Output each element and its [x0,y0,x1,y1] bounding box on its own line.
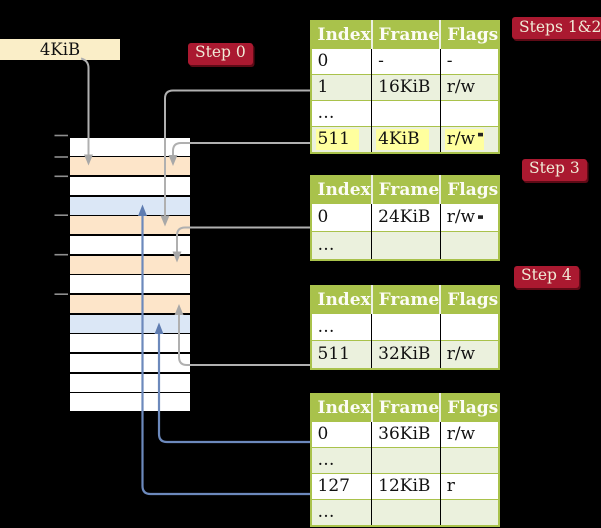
table-cell: - [439,47,500,74]
table-cell: 127 [310,472,372,499]
table-cell: 24KiB [371,202,441,231]
column-header: Frame [370,175,441,203]
table-cell: 0 [310,202,372,231]
table-cell [371,498,441,526]
arrow-entry0-to-24kib [172,226,310,263]
table-cell: - [371,47,441,74]
table-cell [371,99,441,126]
table-row: … [310,498,500,526]
table-cell: r [439,472,500,499]
column-header: Flags [439,20,500,48]
table-row: 0-- [310,47,500,74]
memory-frame-page-table [70,216,190,235]
table-cell: … [310,312,372,341]
table-cell: 0 [310,420,372,447]
highlighted-value: 511 [315,128,359,150]
column-header: Index [310,285,372,313]
arrow-entry511-to-32kib [174,304,310,366]
column-header: Frame [370,393,441,421]
badge-steps-1-2: Steps 1&2 [512,17,601,39]
table-cell: r/w [439,73,500,100]
table-cell: 36KiB [371,420,441,447]
table-cell [439,230,500,260]
memory-frame-mapped-page [70,196,190,215]
column-header: Index [310,175,372,203]
memory-frame-page-table [70,157,190,176]
column-header: Flags [439,285,500,313]
table-cell [439,99,500,126]
table-cell [439,446,500,473]
memory-tick-marks [54,134,68,296]
badge-step-3: Step 3 [522,158,587,181]
table-cell: 511 [310,340,372,369]
table-cell: … [310,446,372,473]
memory-frame-free [70,275,190,294]
table-row: … [310,446,500,473]
table-cell: 0 [310,47,372,74]
memory-frame-mapped-page [70,314,190,333]
table-row: … [310,312,500,341]
table-cell [371,446,441,473]
table-cell: r/w [439,340,500,369]
table-cell [371,230,441,260]
table-row: … [310,99,500,126]
column-header: Index [310,20,372,48]
memory-frame-page-table [70,255,190,274]
table-cell: r/w [439,420,500,447]
column-header: Frame [370,20,441,48]
column-header: Frame [370,285,441,313]
frame-size-label: 4KiB [39,39,81,59]
column-header: Flags [439,175,500,203]
memory-frame-free [70,393,190,412]
table-cell: 1 [310,73,372,100]
memory-frame-free [70,354,190,373]
table-cell: 12KiB [371,472,441,499]
table-cell: r/w [439,202,500,231]
table-cell: 32KiB [371,340,441,369]
table-cell: 4KiB [371,125,441,153]
table-cell [371,312,441,341]
memory-frame-page-table [70,295,190,313]
highlighted-value: r/w [444,128,485,150]
badge-step-4: Step 4 [514,265,579,288]
physical-memory-stack [70,137,190,412]
table-cell: … [310,230,372,260]
table-cell: 16KiB [371,73,441,100]
table-cell: … [310,498,372,526]
memory-frame-free [70,235,190,254]
memory-frame-free [70,176,190,195]
column-header: Flags [439,393,500,421]
column-header: Index [310,393,372,421]
table-cell [439,498,500,526]
memory-frame-free [70,137,190,156]
highlighted-value: 4KiB [376,128,429,150]
table-cell: 511 [310,125,372,153]
table-cell [439,312,500,341]
table-row: … [310,230,500,260]
memory-frame-free [70,373,190,392]
table-cell: … [310,99,372,126]
frame-size-box: 4KiB [0,38,120,60]
badge-step-0: Step 0 [188,42,253,65]
memory-frame-free [70,334,190,353]
table-cell: r/w [439,125,500,153]
table-row: 511 4KiB r/w [310,125,500,153]
